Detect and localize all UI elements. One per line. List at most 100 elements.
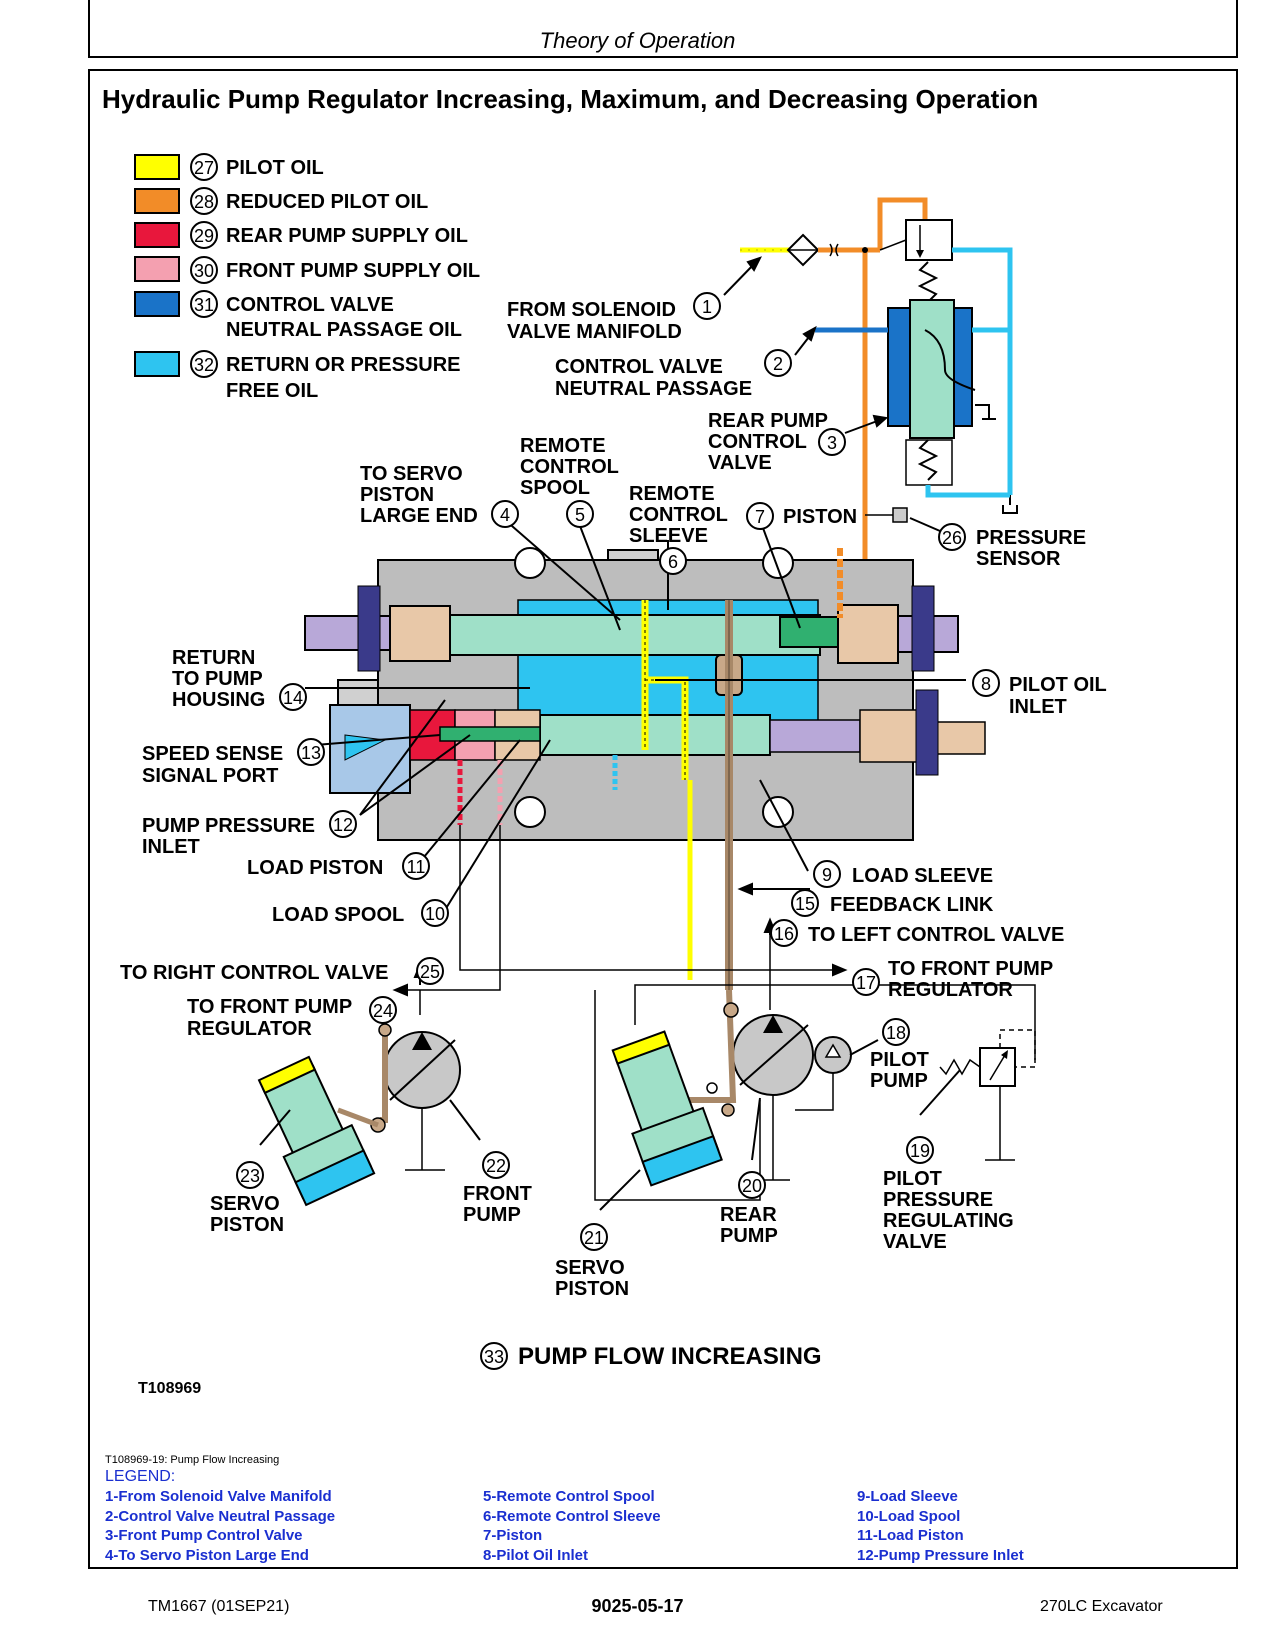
svg-text:CONTROL: CONTROL [708, 431, 807, 453]
legend-item: 3-Front Pump Control Valve [105, 1527, 303, 1544]
svg-text:32: 32 [194, 355, 214, 375]
svg-text:PUMP: PUMP [870, 1070, 928, 1092]
svg-text:1: 1 [702, 297, 712, 317]
legend-item: 7-Piston [483, 1527, 543, 1544]
svg-text:26: 26 [942, 528, 962, 548]
svg-text:11: 11 [407, 857, 426, 877]
svg-text:23: 23 [240, 1166, 260, 1186]
svg-text:TO FRONT PUMP: TO FRONT PUMP [187, 996, 352, 1018]
svg-text:27: 27 [194, 158, 214, 178]
footer-model: 270LC Excavator [1040, 1598, 1163, 1615]
callout-8: 8 [972, 669, 1000, 697]
callout-6: 6 [659, 547, 687, 575]
svg-text:10: 10 [425, 904, 445, 924]
svg-text:INLET: INLET [142, 836, 200, 858]
callout-7: 7 [746, 502, 774, 530]
svg-text:SIGNAL PORT: SIGNAL PORT [142, 765, 278, 787]
legend-item: 11-Load Piston [857, 1527, 964, 1544]
callout-12: 12 [329, 810, 357, 838]
svg-text:PISTON: PISTON [360, 484, 434, 506]
svg-text:VALVE: VALVE [883, 1231, 947, 1253]
callout-18: 18 [882, 1018, 910, 1046]
svg-text:7: 7 [755, 507, 765, 527]
rear-pump-group [611, 989, 1036, 1187]
legend-item: 1-From Solenoid Valve Manifold [105, 1488, 332, 1505]
callout-numbers: 1 2 3 4 5 6 7 8 9 10 11 12 13 14 15 16 1… [236, 292, 1000, 1370]
svg-text:4: 4 [500, 505, 510, 525]
legend-item: 10-Load Spool [857, 1507, 961, 1525]
callout-14: 14 [279, 683, 307, 711]
callout-19: 19 [906, 1136, 934, 1164]
svg-text:REAR PUMP SUPPLY OIL: REAR PUMP SUPPLY OIL [226, 225, 468, 247]
svg-text:14: 14 [283, 688, 303, 708]
svg-text:FRONT: FRONT [463, 1183, 532, 1205]
svg-text:31: 31 [194, 295, 214, 315]
svg-text:SERVO: SERVO [555, 1257, 625, 1279]
pressure-sensor-icon [892, 507, 908, 523]
rear-servo-piston [611, 1030, 723, 1187]
svg-text:FROM SOLENOID: FROM SOLENOID [507, 299, 676, 321]
footer-page-number: 9025-05-17 [591, 1596, 684, 1616]
svg-text:LARGE END: LARGE END [360, 505, 478, 527]
svg-text:PUMP: PUMP [463, 1204, 521, 1226]
svg-text:12: 12 [333, 815, 353, 835]
callout-25: 25 [416, 957, 444, 985]
svg-text:PILOT OIL: PILOT OIL [226, 157, 324, 179]
callout-23: 23 [236, 1161, 264, 1189]
svg-text:PRESSURE: PRESSURE [883, 1189, 993, 1211]
svg-text:6: 6 [668, 552, 678, 572]
svg-text:LOAD SLEEVE: LOAD SLEEVE [852, 865, 993, 887]
swatch-return-oil [134, 351, 180, 377]
callout-2: 2 [764, 349, 792, 377]
svg-text:REGULATING: REGULATING [883, 1210, 1014, 1232]
svg-text:PISTON: PISTON [210, 1214, 284, 1236]
legend-item: 4-To Servo Piston Large End [105, 1546, 309, 1564]
swatch-front-pump-supply [134, 256, 180, 282]
svg-text:PUMP FLOW INCREASING: PUMP FLOW INCREASING [518, 1343, 822, 1370]
svg-text:3: 3 [827, 433, 837, 453]
callout-1: 1 [693, 292, 721, 320]
callout-21: 21 [580, 1223, 608, 1251]
callout-15: 15 [791, 889, 819, 917]
svg-text:REGULATOR: REGULATOR [187, 1018, 312, 1040]
svg-text:20: 20 [742, 1176, 762, 1196]
header-box [88, 0, 1238, 58]
svg-text:2: 2 [773, 354, 783, 374]
regulator-body [304, 547, 986, 990]
svg-text:REAR: REAR [720, 1204, 777, 1226]
svg-text:CONTROL VALVE: CONTROL VALVE [555, 356, 723, 378]
callout-17: 17 [852, 968, 880, 996]
svg-text:TO FRONT PUMP: TO FRONT PUMP [888, 958, 1053, 980]
legend-title: LEGEND: [105, 1468, 176, 1485]
key-item-27: 27 PILOT OIL [190, 153, 324, 181]
svg-text:NEUTRAL PASSAGE OIL: NEUTRAL PASSAGE OIL [226, 319, 462, 341]
svg-text:24: 24 [373, 1001, 393, 1021]
svg-text:HOUSING: HOUSING [172, 689, 265, 711]
swatch-neutral-passage [134, 291, 180, 317]
legend-item: 9-Load Sleeve [857, 1488, 958, 1505]
callout-3: 3 [818, 428, 846, 456]
svg-text:RETURN: RETURN [172, 647, 255, 669]
svg-text:REMOTE: REMOTE [520, 435, 606, 457]
svg-text:REDUCED PILOT OIL: REDUCED PILOT OIL [226, 191, 428, 213]
callout-9: 9 [813, 860, 841, 888]
svg-text:REMOTE: REMOTE [629, 483, 715, 505]
svg-text:30: 30 [194, 261, 214, 281]
orifice-icon [829, 243, 839, 257]
svg-text:VALVE MANIFOLD: VALVE MANIFOLD [507, 321, 682, 343]
figure-caption: T108969-19: Pump Flow Increasing [105, 1454, 280, 1466]
svg-text:PILOT: PILOT [870, 1049, 929, 1071]
swatch-reduced-pilot-oil [134, 188, 180, 214]
svg-text:TO RIGHT CONTROL VALVE: TO RIGHT CONTROL VALVE [120, 962, 389, 984]
legend-item: 12-Pump Pressure Inlet [857, 1546, 1024, 1564]
spring-icon [917, 261, 939, 303]
spring-icon [917, 439, 939, 481]
svg-text:29: 29 [194, 226, 214, 246]
svg-text:21: 21 [584, 1228, 604, 1248]
section-header: Theory of Operation [539, 28, 736, 53]
key-item-29: 29 REAR PUMP SUPPLY OIL [190, 221, 468, 249]
callout-33: 33 [480, 1342, 508, 1370]
